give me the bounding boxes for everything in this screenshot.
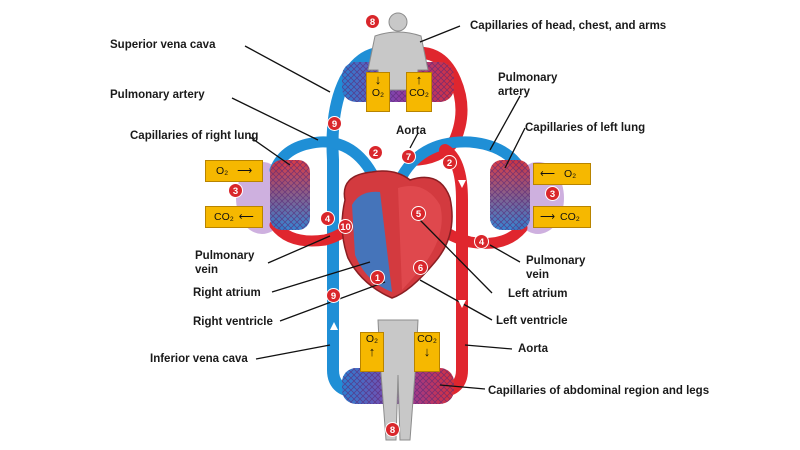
aorta-arch-top	[399, 46, 468, 166]
bottom-o2-label: O₂	[365, 333, 379, 345]
label-right-atrium: Right atrium	[193, 287, 261, 299]
left-lung-co2-label: CO₂	[559, 211, 580, 223]
right-lung-co2-box: CO₂ ⟵	[205, 206, 263, 228]
label-capillaries-abdominal: Capillaries of abdominal region and legs	[488, 385, 710, 397]
step-marker-lung-left: 3	[545, 186, 560, 201]
top-o2-label: O₂	[371, 87, 385, 99]
left-arrow-icon: ⟵	[238, 211, 254, 223]
right-arrow-icon: ⟶	[540, 211, 556, 223]
label-pulmonary-vein-right-1: Pulmonary	[526, 255, 586, 267]
lower-body-silhouette	[377, 319, 419, 441]
step-marker-left-ventricle: 6	[413, 260, 428, 275]
step-marker-left-atrium: 5	[411, 206, 426, 221]
up-arrow-icon: ↑	[368, 344, 376, 359]
right-lung-o2-box: O₂ ⟶	[205, 160, 263, 182]
step-marker-pa-left: 2	[442, 155, 457, 170]
top-co2-box: ↑ CO₂	[406, 72, 432, 112]
bottom-co2-label: CO₂	[417, 333, 437, 345]
step-marker-pa-right: 2	[368, 145, 383, 160]
step-marker-pv-left: 4	[474, 234, 489, 249]
label-pulmonary-artery-right-2: artery	[498, 86, 530, 98]
left-lung-o2-box: ⟵ O₂	[533, 163, 591, 185]
right-arrow-icon: ⟶	[237, 165, 253, 177]
label-right-ventricle: Right ventricle	[193, 316, 273, 328]
bottom-co2-box: CO₂ ↓	[414, 332, 440, 372]
up-arrow-icon: ↑	[415, 72, 423, 87]
label-pulmonary-artery-right-1: Pulmonary	[498, 72, 558, 84]
step-marker-heart-inner: 10	[338, 219, 353, 234]
label-capillaries-right-lung: Capillaries of right lung	[130, 130, 259, 142]
step-marker-bottom-body: 8	[385, 422, 400, 437]
label-pulmonary-artery-left: Pulmonary artery	[110, 89, 205, 101]
label-pulmonary-vein-left-2: vein	[195, 264, 219, 276]
flow-arrows	[330, 180, 466, 330]
right-lung-co2-label: CO₂	[214, 211, 234, 223]
label-capillaries-left-lung: Capillaries of left lung	[525, 122, 646, 134]
label-capillaries-head: Capillaries of head, chest, and arms	[470, 20, 667, 32]
step-marker-svc: 9	[327, 116, 342, 131]
top-co2-label: CO₂	[409, 87, 429, 99]
step-marker-pv-right: 4	[320, 211, 335, 226]
label-left-ventricle: Left ventricle	[496, 315, 568, 327]
pulmonary-artery-right-vessel	[269, 136, 386, 196]
left-lung-co2-box: ⟶ CO₂	[533, 206, 591, 228]
label-left-atrium: Left atrium	[508, 288, 568, 300]
step-marker-top-body: 8	[365, 14, 380, 29]
step-marker-ivc: 9	[326, 288, 341, 303]
left-lung-o2-label: O₂	[563, 168, 577, 180]
left-arrow-icon: ⟵	[540, 168, 556, 180]
step-marker-aorta: 7	[401, 149, 416, 164]
label-superior-vena-cava: Superior vena cava	[110, 39, 216, 51]
label-inferior-vena-cava: Inferior vena cava	[150, 353, 248, 365]
down-arrow-icon: ↓	[374, 72, 382, 87]
top-o2-box: ↓ O₂	[366, 72, 390, 112]
label-aorta-bottom: Aorta	[518, 343, 549, 355]
label-pulmonary-vein-left-1: Pulmonary	[195, 250, 255, 262]
right-lung-o2-label: O₂	[216, 165, 229, 177]
down-arrow-icon: ↓	[423, 344, 431, 359]
step-marker-lung-right: 3	[228, 183, 243, 198]
label-pulmonary-vein-right-2: vein	[526, 269, 550, 281]
bottom-o2-box: O₂ ↑	[360, 332, 384, 372]
step-marker-right-atrium: 1	[370, 270, 385, 285]
label-aorta-top: Aorta	[396, 125, 427, 137]
